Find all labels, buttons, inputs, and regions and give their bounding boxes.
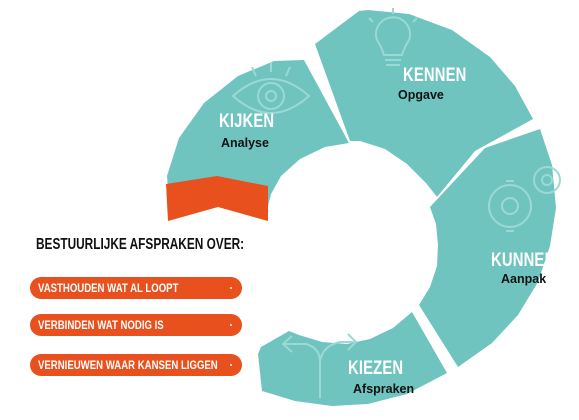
bullet-dot-icon: [230, 324, 232, 326]
stage-subtitle-kijken: Analyse: [221, 136, 269, 150]
segment-kennen: [315, 10, 533, 197]
gears-icon: [488, 166, 561, 232]
agreement-item-vasthouden[interactable]: VASTHOUDEN WAT AL LOOPT: [30, 277, 242, 299]
agreement-item-vernieuwen[interactable]: VERNIEUWEN WAAR KANSEN LIGGEN: [30, 354, 242, 376]
agreement-item-verbinden[interactable]: VERBINDEN WAT NODIG IS: [30, 314, 242, 336]
stage-subtitle-kunnen: Aanpak: [501, 272, 547, 286]
agreements-heading: BESTUURLIJKE AFSPRAKEN OVER:: [36, 236, 245, 253]
stage-subtitle-kennen: Opgave: [398, 88, 444, 102]
segment-kijken: [167, 60, 349, 206]
eye-icon: [231, 62, 311, 114]
stage-title-kunnen: KUNNEN: [491, 250, 556, 271]
stage-title-kiezen: KIEZEN: [348, 358, 404, 379]
segment-kiezen: [258, 312, 447, 406]
stage-title-kijken: KIJKEN: [219, 111, 275, 132]
agreement-item-label: VERNIEUWEN WAAR KANSEN LIGGEN: [38, 358, 218, 372]
arrow-tail: [166, 176, 268, 221]
stage-title-kennen: KENNEN: [403, 65, 467, 86]
stage-subtitle-kiezen: Afspraken: [353, 382, 415, 396]
lightbulb-icon: [368, 8, 418, 66]
bullet-dot-icon: [230, 364, 232, 366]
agreement-item-label: VASTHOUDEN WAT AL LOOPT: [38, 281, 179, 295]
bullet-dot-icon: [230, 287, 232, 289]
agreement-item-label: VERBINDEN WAT NODIG IS: [38, 318, 164, 332]
split-arrows-icon: [281, 333, 358, 398]
